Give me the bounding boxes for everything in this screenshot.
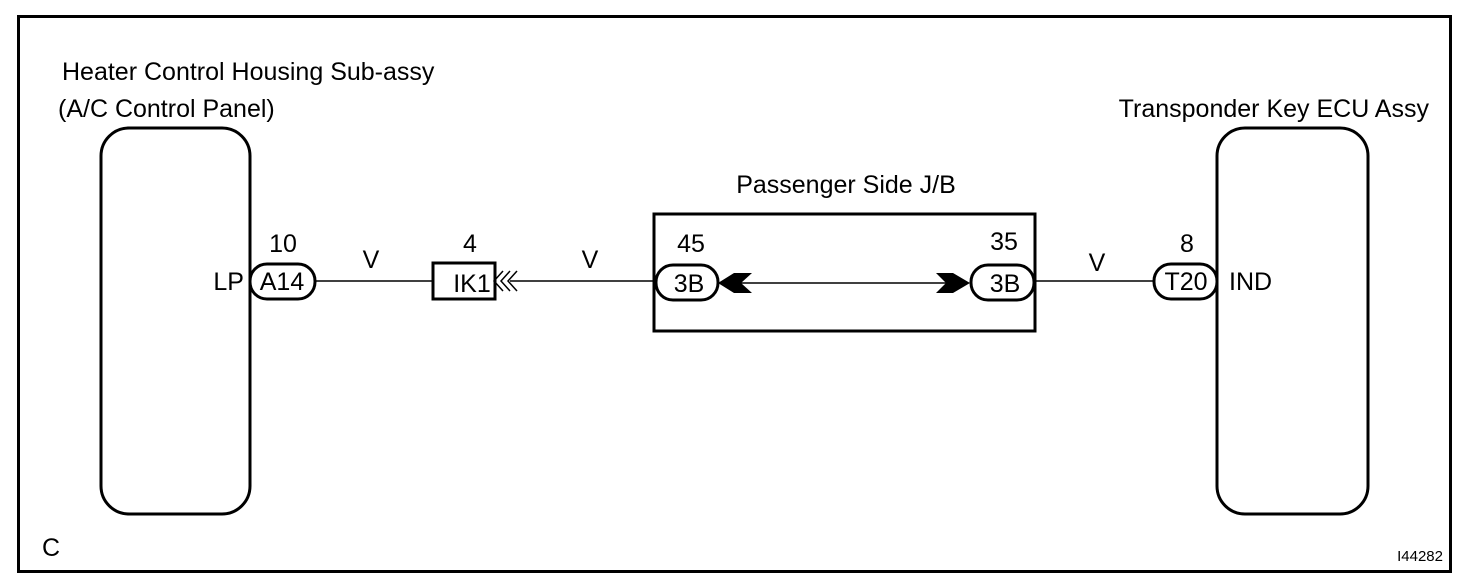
diagram-frame [17,15,1452,573]
wire1-color: V [363,246,380,274]
connector-t20-code: T20 [1164,268,1207,296]
connector-jb-left-code: 3B [674,270,705,298]
t20-pin-number: 8 [1180,230,1194,258]
junction-block-title: Passenger Side J/B [736,171,956,199]
transponder-pin-label-ind: IND [1229,268,1272,296]
connector-a14-code: A14 [260,268,305,296]
figure-id: I44282 [1397,548,1443,565]
heater-control-housing-box [99,126,252,516]
passenger-side-jb-box [652,212,1037,333]
corner-letter: C [42,534,60,562]
connector-jb-right-code: 3B [990,270,1021,298]
heater-pin-label-lp: LP [213,268,244,296]
jb-left-arrow-icon [718,273,752,293]
wire3-color: V [1089,249,1106,277]
connector-ik1-code: IK1 [453,270,491,298]
jb-left-pin-number: 45 [677,230,705,258]
heater-title-line2: (A/C Control Panel) [58,95,275,123]
jb-right-arrow-icon [936,273,970,293]
ik1-inline-connector-icon [492,270,518,292]
ik1-pin-number: 4 [463,230,477,258]
transponder-key-ecu-box [1215,126,1370,516]
a14-pin-number: 10 [269,230,297,258]
connector-jb-right-3b [969,263,1036,302]
transponder-title: Transponder Key ECU Assy [1119,95,1430,123]
wire2-color: V [582,246,599,274]
heater-title-line1: Heater Control Housing Sub-assy [62,58,435,86]
jb-right-pin-number: 35 [990,228,1018,256]
connector-jb-left-3b [654,263,720,302]
